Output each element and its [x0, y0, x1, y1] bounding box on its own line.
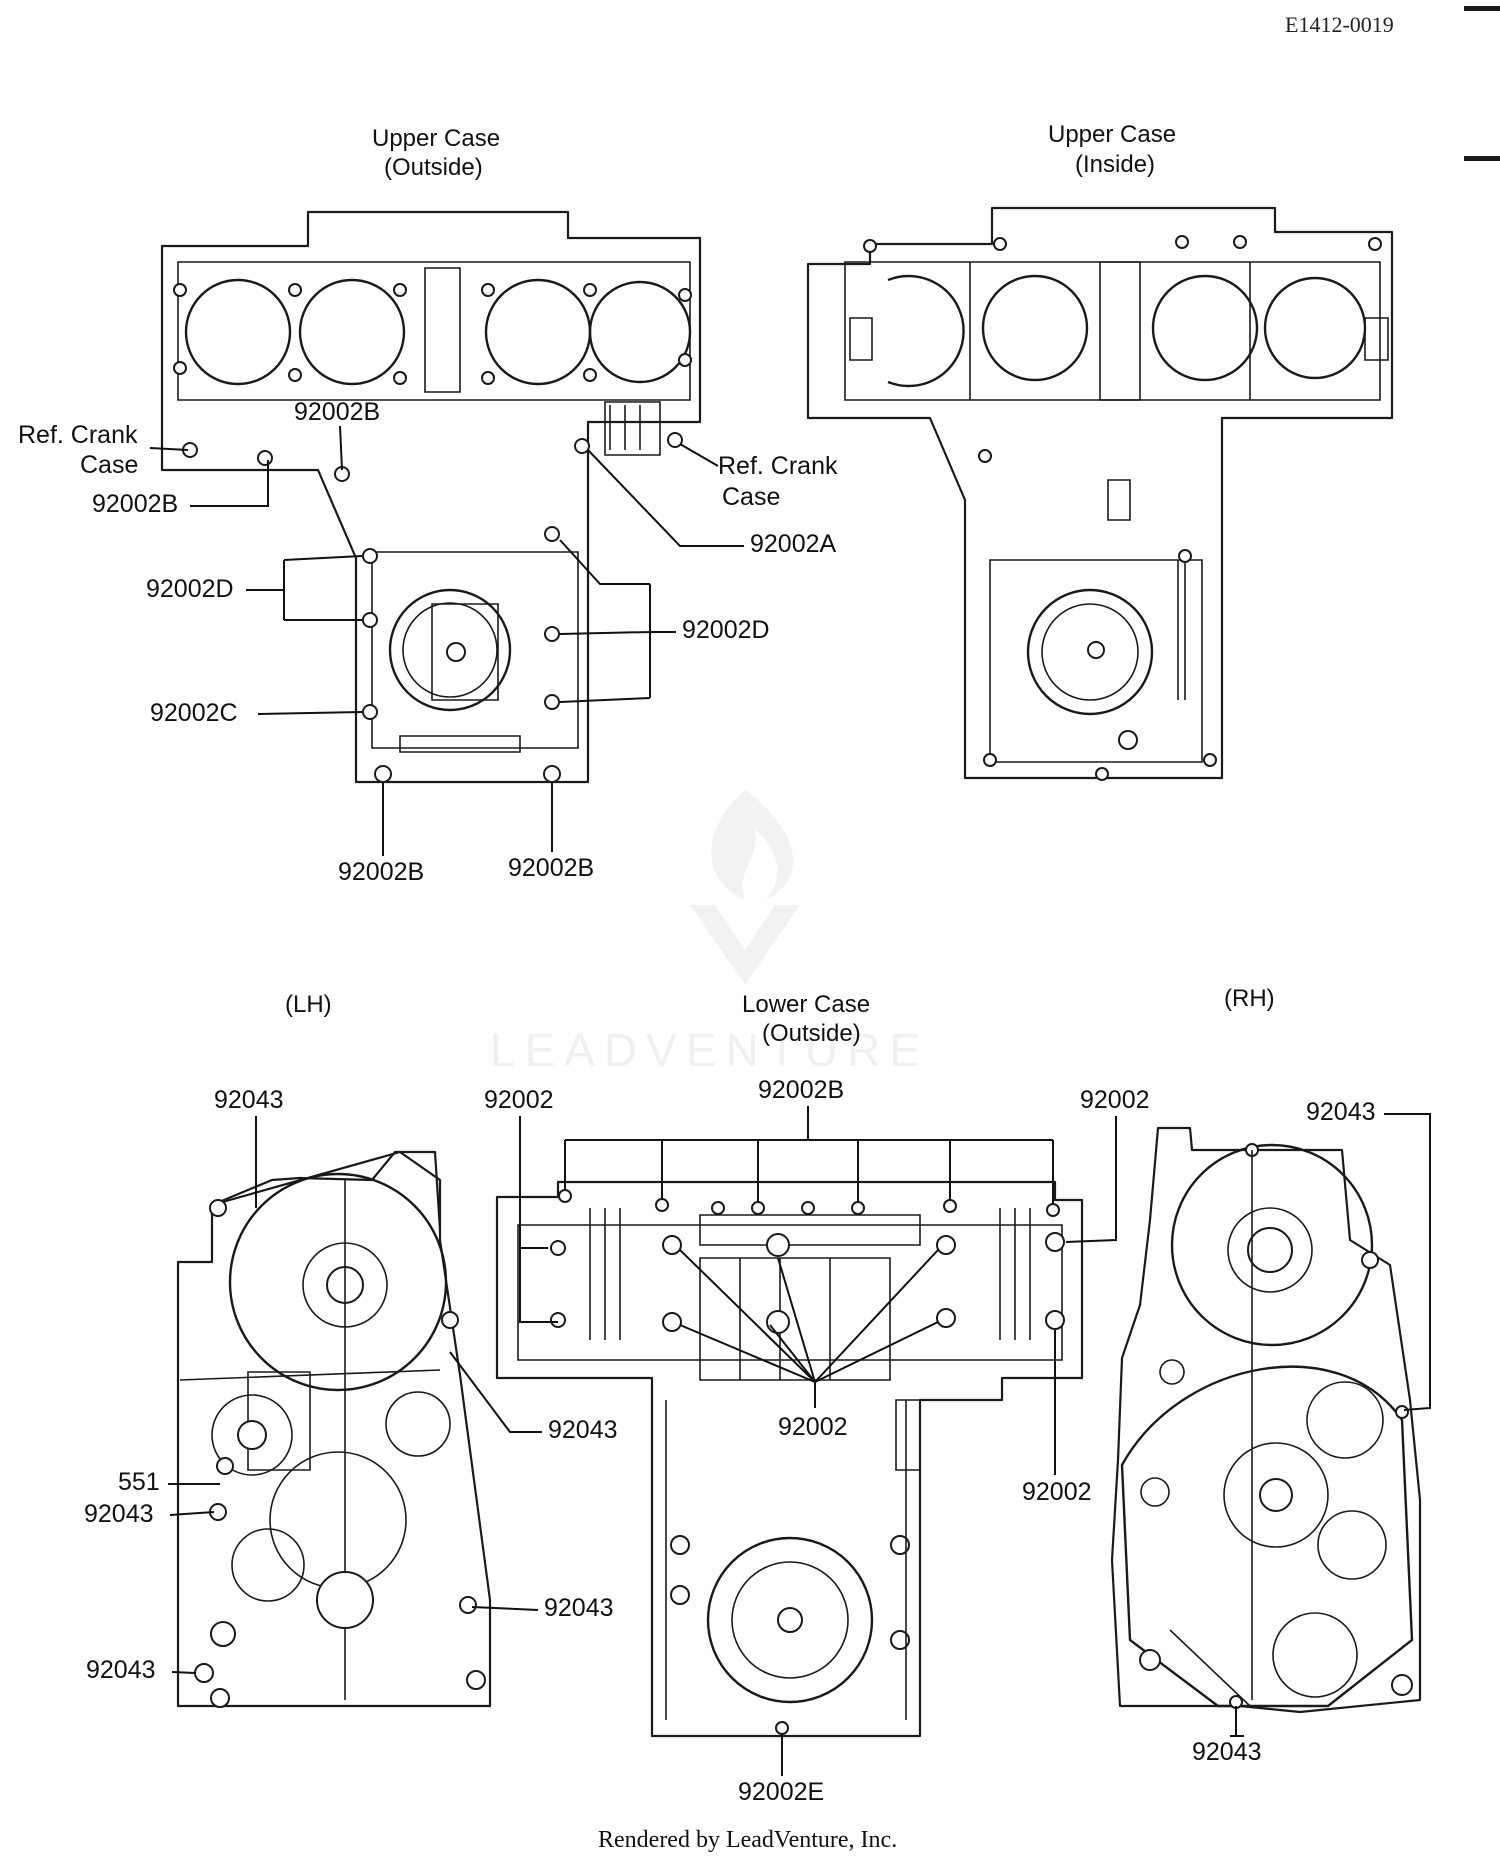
callout-ref-crank-case-right-1: Ref. Crank — [718, 452, 838, 480]
upper-case-outside-drawing — [160, 210, 702, 784]
upper-inside-title-1: Upper Case — [1048, 121, 1176, 148]
lower-outside-title-1: Lower Case — [742, 991, 870, 1018]
lower-case-outside-drawing — [495, 1180, 1084, 1738]
lower-case-outside-view: Lower Case (Outside) — [484, 991, 1150, 1806]
callout-ref-crank-case-left-2: Case — [80, 451, 138, 479]
watermark-text: LEADVENTURE — [490, 1024, 929, 1076]
upper-outside-title-1: Upper Case — [372, 125, 500, 152]
callout-92002A: 92002A — [750, 530, 837, 558]
lh-title: (LH) — [285, 991, 332, 1018]
callout-lh-92043-bottom: 92043 — [86, 1656, 156, 1684]
rh-case-drawing — [1110, 1126, 1422, 1714]
callout-lower-92002-center: 92002 — [778, 1413, 848, 1441]
edge-mark-top — [1464, 6, 1500, 11]
callout-lower-92002-side: 92002 — [1022, 1478, 1092, 1506]
watermark: LEADVENTURE — [490, 790, 929, 1076]
callout-92002C: 92002C — [150, 699, 238, 727]
callout-lh-92043-left: 92043 — [84, 1500, 154, 1528]
upper-case-outside-view: Upper Case (Outside) — [18, 125, 838, 886]
callout-lh-92043-right: 92043 — [544, 1594, 614, 1622]
callout-92002D-right: 92002D — [682, 616, 770, 644]
edge-mark-bottom — [1464, 156, 1500, 161]
callout-rh-92043-bottom: 92043 — [1192, 1738, 1262, 1766]
rh-view: (RH) 92043 92043 — [1110, 985, 1431, 1766]
callout-rh-92043-top: 92043 — [1306, 1098, 1376, 1126]
callout-92002B-left: 92002B — [92, 490, 178, 518]
upper-outside-title-2: (Outside) — [384, 154, 483, 181]
callout-lower-92002-right: 92002 — [1080, 1086, 1150, 1114]
document-id: E1412-0019 — [1285, 12, 1394, 37]
callout-92002D-left: 92002D — [146, 575, 234, 603]
callout-lower-92002E: 92002E — [738, 1778, 824, 1806]
lh-case-drawing — [176, 1150, 492, 1708]
callout-lh-92043-mid: 92043 — [548, 1416, 618, 1444]
lower-outside-title-2: (Outside) — [762, 1020, 861, 1047]
upper-case-inside-view: Upper Case (Inside) — [806, 121, 1394, 781]
lh-view: (LH) 92043 92 — [84, 991, 618, 1708]
rh-title: (RH) — [1224, 985, 1275, 1012]
callout-92002B-top: 92002B — [294, 398, 380, 426]
callout-92002B-bottom-left: 92002B — [338, 858, 424, 886]
callout-lower-92002B: 92002B — [758, 1076, 844, 1104]
callout-92002B-bottom-right: 92002B — [508, 854, 594, 882]
callout-lh-92043-top: 92043 — [214, 1086, 284, 1114]
callout-lower-92002-left: 92002 — [484, 1086, 554, 1114]
callout-ref-crank-case-left-1: Ref. Crank — [18, 421, 138, 449]
upper-case-inside-drawing — [806, 206, 1394, 781]
callout-ref-crank-case-right-2: Case — [722, 483, 780, 511]
callout-lh-551: 551 — [118, 1468, 160, 1496]
upper-inside-title-2: (Inside) — [1075, 151, 1155, 178]
footer-credit: Rendered by LeadVenture, Inc. — [598, 1827, 897, 1853]
